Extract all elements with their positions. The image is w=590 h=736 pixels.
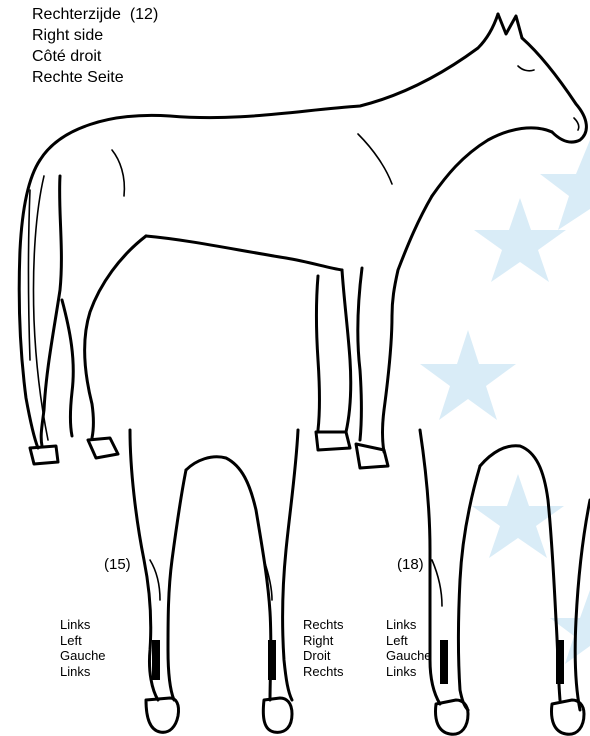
label-gauche-french: Gauche: [386, 648, 432, 664]
horse-rear-view: [130, 430, 298, 732]
label-left-english: Left: [386, 633, 432, 649]
label-links-german: Links: [386, 664, 432, 680]
label-gauche-french: Gauche: [60, 648, 106, 664]
rear-view-left-labels: Links Left Gauche Links: [60, 617, 106, 679]
caption-line-german: Rechte Seite: [32, 68, 158, 89]
horse-front-view: [420, 430, 590, 734]
rear-view-number: (15): [104, 556, 131, 574]
watermark-star: [420, 330, 516, 420]
caption-line-dutch: Rechterzijde: [32, 6, 121, 23]
watermark-stars: [420, 140, 590, 664]
label-left-english: Left: [60, 633, 106, 649]
side-view-caption: Rechterzijde (12) Right side Côté droit …: [32, 5, 158, 89]
front-view-left-labels: Links Left Gauche Links: [386, 617, 432, 679]
front-view-number: (18): [397, 556, 424, 574]
watermark-star: [474, 198, 566, 282]
watermark-star: [540, 140, 590, 230]
label-right-english: Right: [303, 633, 343, 649]
caption-number: (12): [130, 6, 158, 23]
label-rechts-dutch: Rechts: [303, 617, 343, 633]
rear-view-right-labels: Rechts Right Droit Rechts: [303, 617, 343, 679]
label-links-german: Links: [60, 664, 106, 680]
caption-line-english: Right side: [32, 26, 158, 47]
label-droit-french: Droit: [303, 648, 343, 664]
label-rechts-german: Rechts: [303, 664, 343, 680]
label-links-dutch: Links: [60, 617, 106, 633]
caption-line-french: Côté droit: [32, 47, 158, 68]
label-links-dutch: Links: [386, 617, 432, 633]
